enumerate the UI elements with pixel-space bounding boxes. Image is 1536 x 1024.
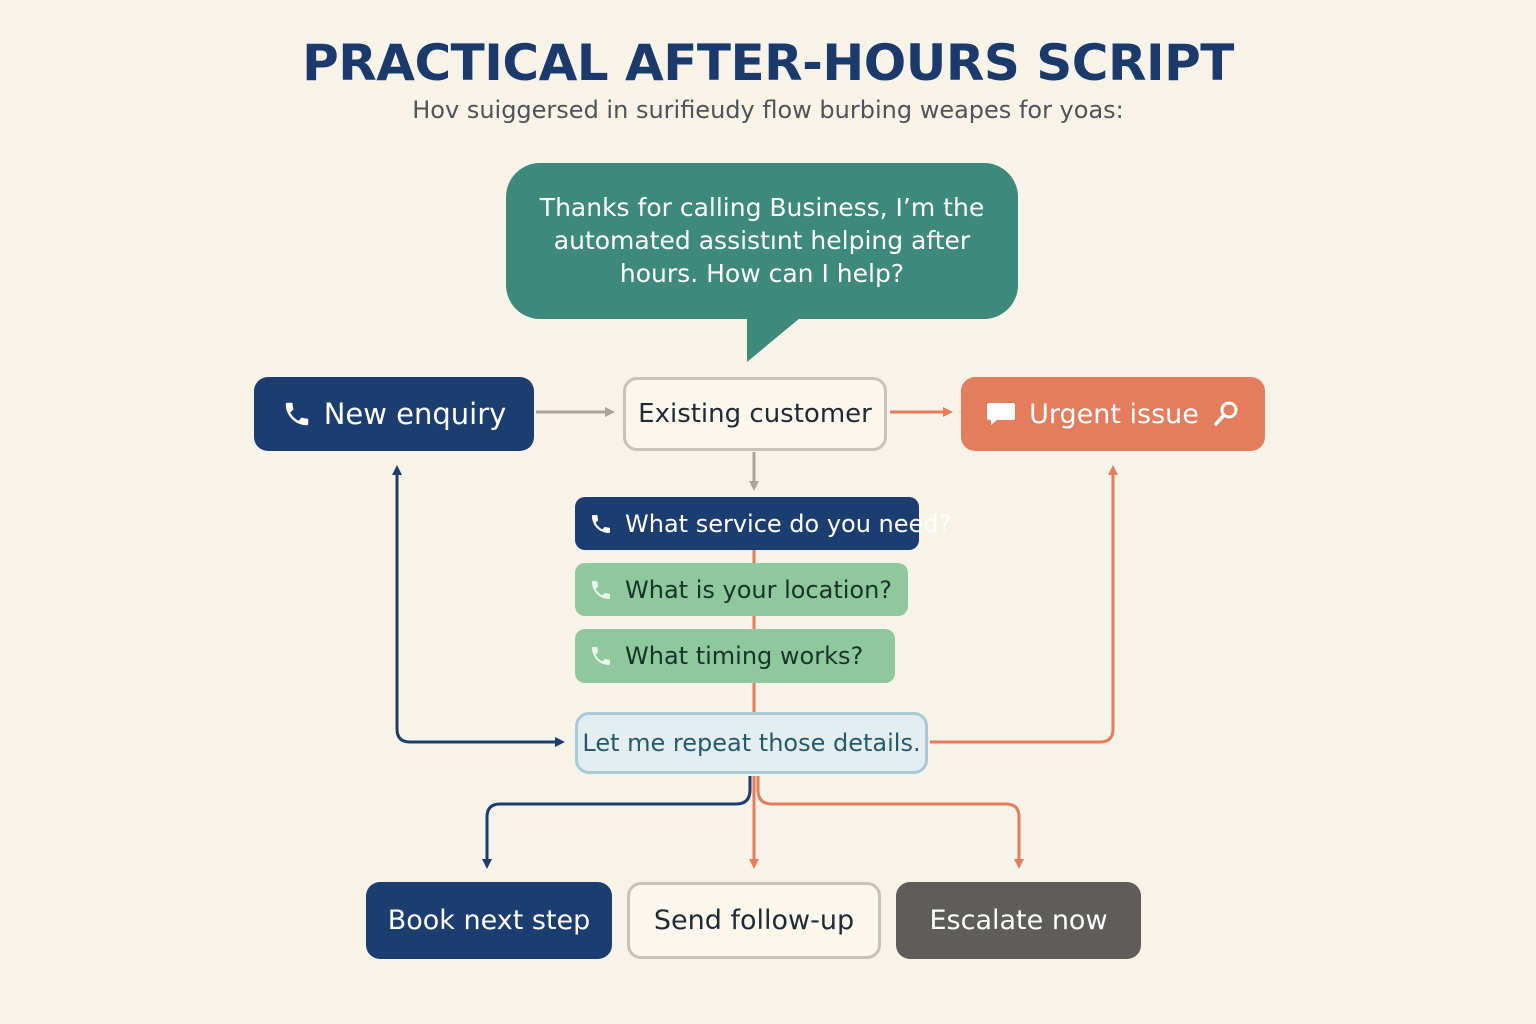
question-service[interactable]: What service do you need? — [575, 497, 951, 550]
book-next-step-label: Book next step — [387, 905, 591, 936]
send-follow-up-button[interactable]: Send follow-up — [627, 882, 881, 959]
page-title: PRACTICAL AFTER-HOURS SCRIPT — [302, 34, 1234, 92]
urgent-issue-label: Urgent issue — [1029, 398, 1199, 430]
urgent-issue-node[interactable]: Urgent issue — [961, 377, 1265, 451]
speech-bubble-tail — [747, 318, 800, 362]
arrow-loop-new-enquiry — [392, 465, 555, 744]
arrow-to-escalate — [756, 776, 1024, 869]
existing-customer-node[interactable]: Existing customer — [623, 377, 887, 451]
phone-icon — [589, 578, 613, 602]
book-next-step-button[interactable]: Book next step — [366, 882, 612, 959]
chat-icon — [985, 400, 1017, 428]
arrow-loop-urgent — [930, 465, 1118, 744]
phone-icon — [282, 399, 312, 429]
confirm-details-node[interactable]: Let me repeat those details. — [575, 712, 928, 774]
escalate-now-button[interactable]: Escalate now — [896, 882, 1141, 959]
greeting-bubble — [506, 163, 1018, 319]
phone-icon — [589, 644, 613, 668]
confirm-details-label: Let me repeat those details. — [582, 729, 921, 757]
escalate-now-label: Escalate now — [929, 905, 1108, 936]
question-service-label: What service do you need? — [625, 509, 952, 538]
greeting-text: Thanks for calling Business, I’m the aut… — [539, 193, 985, 288]
question-location-label: What is your location? — [625, 575, 893, 604]
send-follow-up-label: Send follow-up — [653, 905, 855, 936]
page-subtitle: Hov suiggersed in surifieudy flow burbin… — [412, 96, 1124, 124]
question-timing[interactable]: What timing works? — [575, 629, 895, 683]
new-enquiry-label: New enquiry — [323, 397, 507, 431]
phone-icon — [589, 512, 613, 536]
new-enquiry-node[interactable]: New enquiry — [254, 377, 534, 451]
arrow-to-book — [482, 776, 752, 869]
question-timing-label: What timing works? — [625, 642, 864, 670]
question-location[interactable]: What is your location? — [575, 563, 908, 616]
existing-customer-label: Existing customer — [638, 399, 872, 429]
search-icon — [1211, 399, 1241, 429]
